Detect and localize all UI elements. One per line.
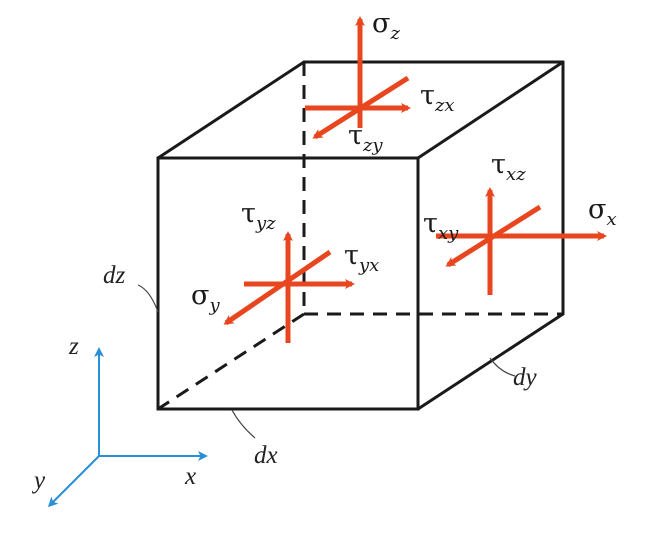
label-tau-yz: τyz bbox=[241, 198, 276, 234]
label-tau-xz: τxz bbox=[491, 149, 526, 185]
top-edge-left bbox=[156, 60, 306, 160]
label-axis-z: z bbox=[68, 333, 79, 360]
label-tau-zy: τzy bbox=[348, 120, 383, 156]
tau-zy-arrow bbox=[312, 75, 410, 140]
dimension-labels: dz dx dy bbox=[103, 262, 538, 469]
label-sigma-x: σx bbox=[588, 194, 617, 230]
front-face bbox=[156, 156, 420, 411]
stress-labels: σz τzx τzy τyz τyx σy τxz τxy σx bbox=[191, 8, 617, 316]
label-tau-zx: τzx bbox=[420, 80, 455, 116]
label-tau-yx: τyx bbox=[344, 240, 379, 276]
label-dz: dz bbox=[103, 262, 126, 289]
leader-dx bbox=[231, 409, 256, 439]
label-dy: dy bbox=[513, 364, 538, 391]
sigma-y-arrow bbox=[223, 249, 332, 326]
coordinate-axes bbox=[47, 347, 208, 508]
label-dx: dx bbox=[254, 442, 278, 469]
front-face-stresses bbox=[223, 231, 355, 343]
label-sigma-z: σz bbox=[372, 8, 400, 44]
top-edge-right bbox=[416, 60, 565, 160]
y-axis-arrow bbox=[47, 455, 100, 508]
label-tau-xy: τxy bbox=[423, 208, 459, 244]
leader-dy bbox=[489, 357, 516, 377]
label-axis-y: y bbox=[31, 467, 46, 494]
axis-labels: z x y bbox=[31, 333, 196, 494]
tau-xy-arrow bbox=[445, 204, 542, 268]
top-face-stresses bbox=[305, 16, 411, 140]
label-axis-x: x bbox=[184, 463, 196, 490]
dimension-leaders bbox=[137, 284, 516, 439]
bottom-edge-right bbox=[416, 312, 565, 411]
hidden-edge-bottom-diagonal bbox=[157, 312, 305, 411]
label-sigma-y: σy bbox=[191, 280, 220, 316]
leader-dz bbox=[137, 284, 159, 313]
cube-visible-edges bbox=[156, 60, 565, 411]
right-face-stresses bbox=[436, 187, 607, 295]
